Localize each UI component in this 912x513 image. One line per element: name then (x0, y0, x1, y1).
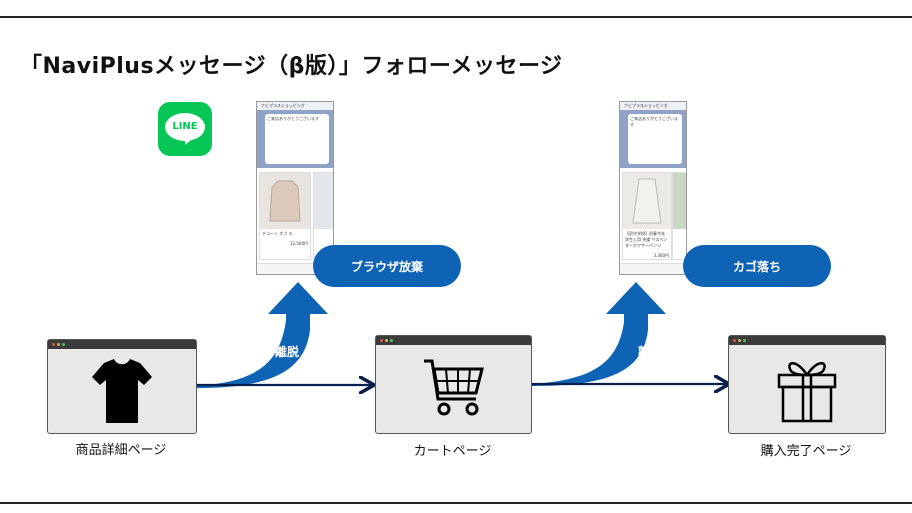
browser-abandon-pill: ブラウザ放棄 (313, 245, 461, 287)
phone-message: ご来店ありがとうございます (628, 114, 682, 164)
purchase-complete-label: 購入完了ページ (760, 444, 852, 459)
line-logo: LINE (158, 102, 212, 156)
exit-label-1: 離脱 (275, 345, 300, 359)
page-title: 「NaviPlusメッセージ（β版）」フォローメッセージ (20, 54, 563, 79)
phone-input-bar (620, 263, 686, 274)
cart-icon (424, 359, 484, 416)
phone-product: チコート オブ Ｓ (262, 231, 293, 236)
phone-screenshot-2: ナビプラスショッピング ご来店ありがとうございます 【初守学校】初春今年 学生入… (619, 101, 687, 275)
exit-arrow-1 (196, 282, 328, 388)
phone-screenshot-1: ナビプラスショッピング ご来店ありがとうございます チコート オブ Ｓ 12,5… (256, 101, 334, 275)
phone-price: 12,500円 (290, 241, 308, 246)
product-detail-window (47, 339, 197, 434)
skirt-image (623, 173, 671, 229)
cart-label: カートページ (413, 444, 492, 459)
gift-icon (777, 362, 837, 423)
tshirt-icon (92, 359, 152, 423)
phone-price: 3,300円 (653, 253, 669, 258)
product-detail-label: 商品詳細ページ (75, 443, 167, 458)
line-logo-text: LINE (172, 121, 198, 132)
phone-header: ナビプラスショッピング (620, 102, 686, 110)
cart-window (375, 335, 532, 434)
exit-label-2: 離脱 (638, 345, 663, 359)
phone-input-bar (257, 263, 333, 274)
top-rule (0, 16, 912, 18)
exit-arrow-2 (532, 282, 666, 386)
phone-product: 【初守学校】初春今年 学生入用 夫婦 サスペンダーボクサーパンツ (625, 231, 668, 248)
phone-message: ご来店ありがとうございます (265, 114, 329, 164)
bottom-rule (0, 502, 912, 504)
phone-header: ナビプラスショッピング (257, 102, 333, 110)
purchase-complete-window (728, 335, 886, 434)
cart-abandon-pill: カゴ落ち (683, 245, 831, 287)
coat-image (260, 173, 310, 229)
